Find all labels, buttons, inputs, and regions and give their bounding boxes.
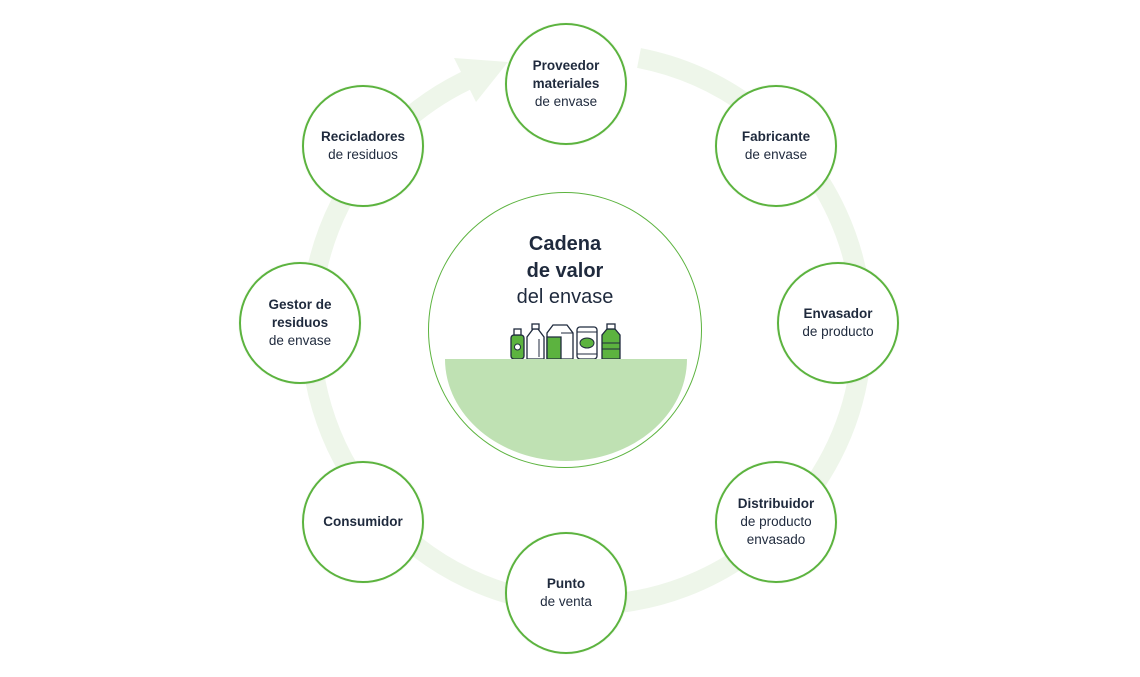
node-envasador-title: Envasador bbox=[803, 306, 873, 321]
node-distribuidor: Distribuidor de producto envasado bbox=[715, 461, 837, 583]
node-fabricante-subtitle: de envase bbox=[744, 147, 808, 162]
node-proveedor-subtitle: de envase bbox=[534, 94, 598, 109]
center-circle: Cadena de valor del envase bbox=[428, 192, 702, 468]
node-fabricante-title: Fabricante bbox=[741, 129, 811, 144]
carton-icon bbox=[546, 324, 574, 360]
node-gestor-title: Gestor de residuos bbox=[268, 297, 332, 330]
node-gestor: Gestor de residuos de envase bbox=[239, 262, 361, 384]
node-punto-venta-subtitle: de venta bbox=[540, 594, 592, 609]
node-recicladores-subtitle: de residuos bbox=[328, 147, 398, 162]
can-icon bbox=[576, 326, 598, 360]
node-fabricante: Fabricante de envase bbox=[715, 85, 837, 207]
small-bottle-icon bbox=[510, 328, 525, 360]
node-punto-venta: Punto de venta bbox=[505, 532, 627, 654]
bottle-icon bbox=[601, 323, 621, 360]
node-consumidor: Consumidor bbox=[302, 461, 424, 583]
center-subtitle: del envase bbox=[516, 286, 614, 308]
center-bowl bbox=[445, 359, 687, 461]
node-proveedor: Proveedor materiales de envase bbox=[505, 23, 627, 145]
center-title: Cadena de valor bbox=[526, 233, 604, 282]
node-recicladores: Recicladores de residuos bbox=[302, 85, 424, 207]
node-distribuidor-subtitle: de producto envasado bbox=[740, 514, 812, 547]
node-distribuidor-title: Distribuidor bbox=[737, 496, 815, 511]
node-proveedor-title: Proveedor materiales bbox=[532, 58, 600, 91]
node-recicladores-title: Recicladores bbox=[320, 129, 406, 144]
containers-illustration bbox=[510, 323, 621, 360]
node-gestor-subtitle: de envase bbox=[268, 333, 332, 348]
node-envasador-subtitle: de producto bbox=[802, 324, 874, 339]
node-envasador: Envasador de producto bbox=[777, 262, 899, 384]
jug-icon bbox=[526, 323, 545, 360]
node-consumidor-title: Consumidor bbox=[323, 514, 403, 529]
node-punto-venta-title: Punto bbox=[546, 576, 586, 591]
cycle-arrow-icon bbox=[454, 58, 508, 102]
